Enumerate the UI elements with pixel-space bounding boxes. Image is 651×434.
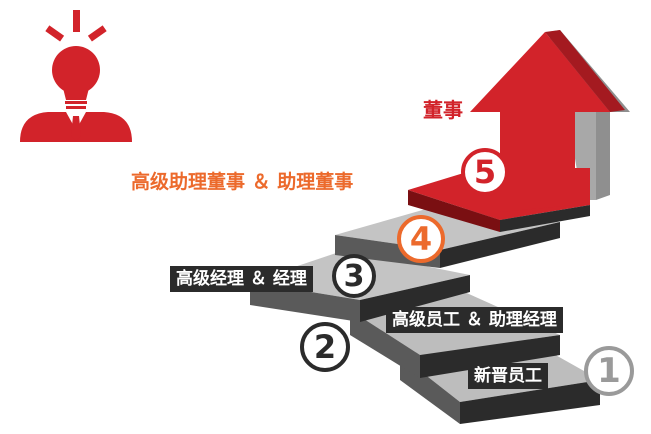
step-2-label: 高级员工 ＆ 助理经理 — [386, 307, 563, 333]
step-2-badge: 2 — [300, 322, 350, 372]
step-5-badge: 5 — [461, 148, 509, 196]
step-3-label: 高级经理 ＆ 经理 — [170, 266, 313, 292]
step-5-label: 董事 — [423, 98, 463, 122]
lightbulb-head-person-icon — [20, 10, 132, 142]
step-1-label: 新晋员工 — [468, 363, 548, 389]
step-3-badge: 3 — [332, 254, 376, 298]
step-4-label: 高级助理董事 ＆ 助理董事 — [131, 171, 354, 193]
step-1-badge: 1 — [584, 346, 634, 396]
step-4-badge: 4 — [397, 215, 445, 263]
